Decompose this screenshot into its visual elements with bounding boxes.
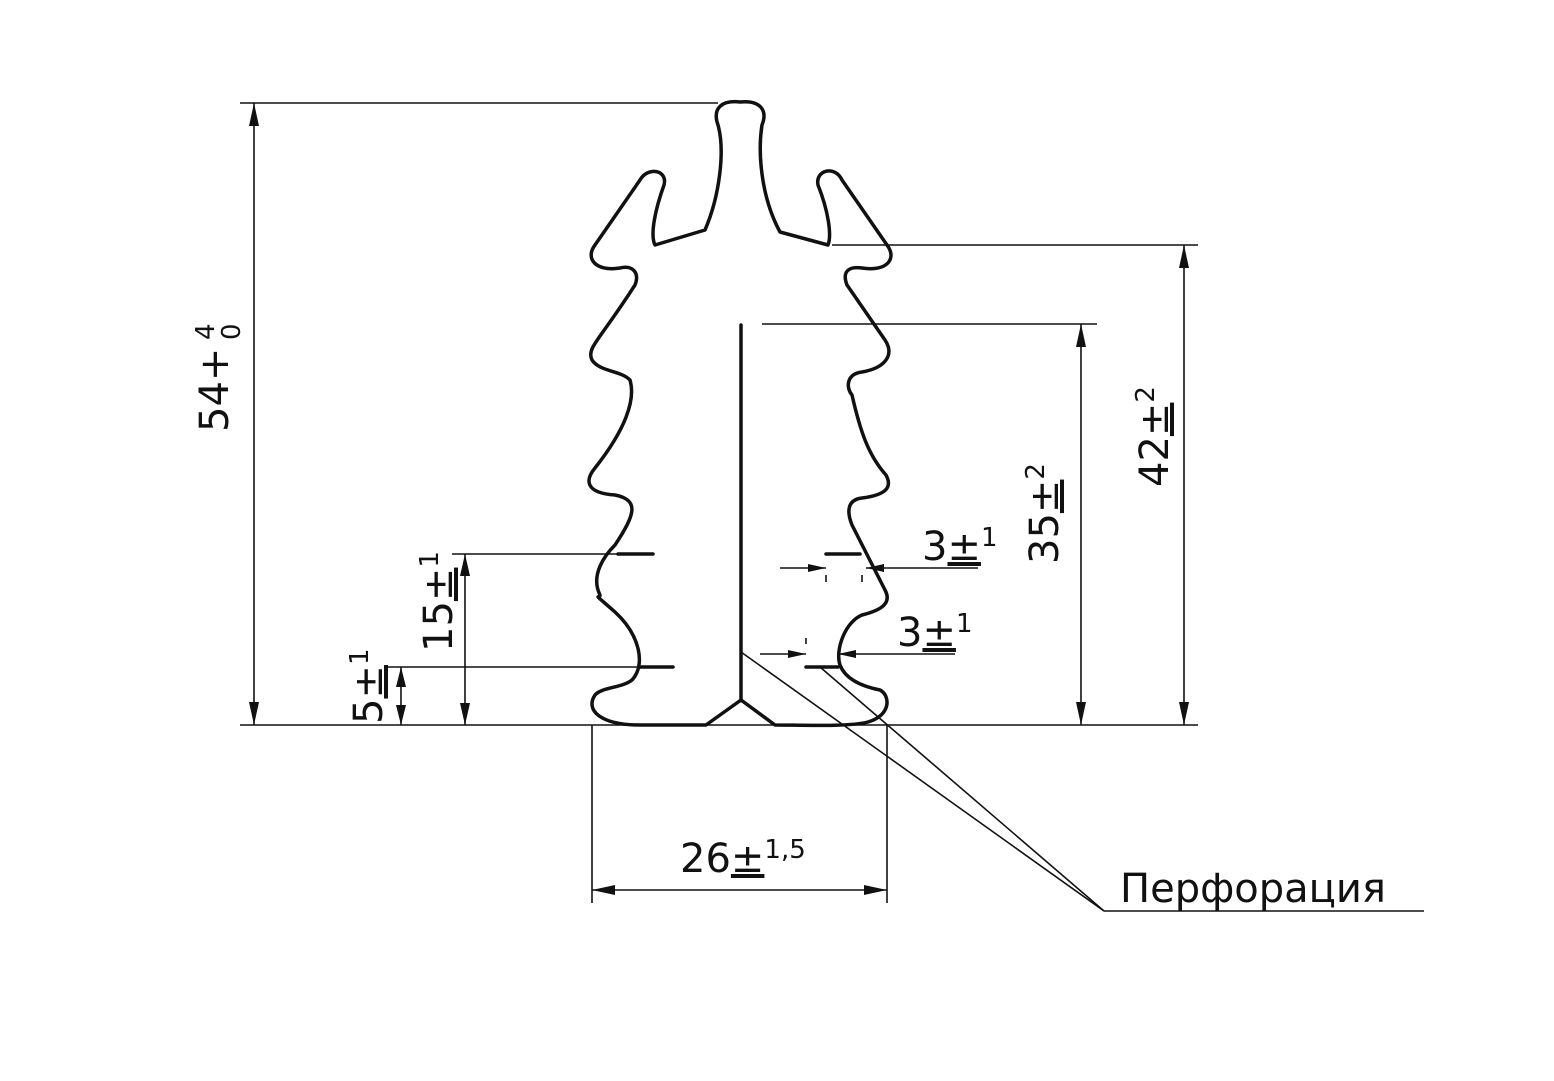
dim-5-tolval: 1 xyxy=(345,648,375,665)
dim-label-26: 26±1,5 xyxy=(680,835,806,882)
dim-label-42: 42±2 xyxy=(1131,386,1178,487)
gap-upper-tolval: 1 xyxy=(981,523,998,553)
extension-lines xyxy=(240,102,1198,903)
dim-line-54 xyxy=(249,103,259,725)
dim-42-tolval: 2 xyxy=(1131,386,1161,403)
profile-outline xyxy=(587,99,893,728)
dim-label-15: 15±1 xyxy=(415,551,462,652)
dim-42-tol: ± xyxy=(1132,403,1178,437)
svg-text:42±2: 42±2 xyxy=(1131,386,1178,487)
dim-label-35: 35±2 xyxy=(1021,463,1068,564)
dim-54-upper: 4 xyxy=(191,323,221,340)
dim-54-lower: 0 xyxy=(217,323,247,340)
dim-15-value: 15 xyxy=(416,601,462,652)
svg-text:35±2: 35±2 xyxy=(1021,463,1068,564)
dim-label-gap-upper: 3±1 xyxy=(922,523,998,570)
dim-label-gap-lower: 3±1 xyxy=(897,609,973,656)
dim-line-35 xyxy=(1076,324,1086,725)
dim-line-gap-upper xyxy=(780,564,978,582)
dim-label-54: 54+ 4 0 xyxy=(191,323,247,432)
callout-leaders xyxy=(740,651,1424,912)
dim-line-26 xyxy=(592,885,887,895)
gap-lower-tol: ± xyxy=(922,610,956,656)
gap-upper-tol: ± xyxy=(947,524,981,570)
width-26-tol: ± xyxy=(731,836,765,882)
dim-line-42 xyxy=(1179,245,1189,725)
dim-35-tolval: 2 xyxy=(1021,463,1051,480)
perforation-marks xyxy=(616,552,862,669)
dim-54-value: 54 xyxy=(192,381,238,432)
svg-text:54+: 54+ xyxy=(192,348,238,432)
dim-42-value: 42 xyxy=(1132,436,1178,487)
width-26-tolval: 1,5 xyxy=(764,835,805,865)
dim-54-sign: + xyxy=(192,348,238,382)
dim-5-value: 5 xyxy=(346,699,392,724)
callout-perforation-label: Перфорация xyxy=(1120,866,1386,912)
dim-35-value: 35 xyxy=(1022,513,1068,564)
width-26-value: 26 xyxy=(680,836,731,882)
dim-line-5 xyxy=(396,667,406,725)
dim-15-tolval: 1 xyxy=(415,551,445,568)
dim-5-tol: ± xyxy=(346,665,392,699)
dim-15-tol: ± xyxy=(416,568,462,602)
svg-text:5±1: 5±1 xyxy=(345,648,392,724)
dim-line-gap-lower xyxy=(760,638,955,658)
gap-lower-tolval: 1 xyxy=(956,609,973,639)
gap-lower-value: 3 xyxy=(897,610,922,656)
dim-35-tol: ± xyxy=(1022,480,1068,514)
dim-label-5: 5±1 xyxy=(345,648,392,724)
dim-line-15 xyxy=(460,554,470,725)
svg-text:15±1: 15±1 xyxy=(415,551,462,652)
gap-upper-value: 3 xyxy=(922,524,947,570)
